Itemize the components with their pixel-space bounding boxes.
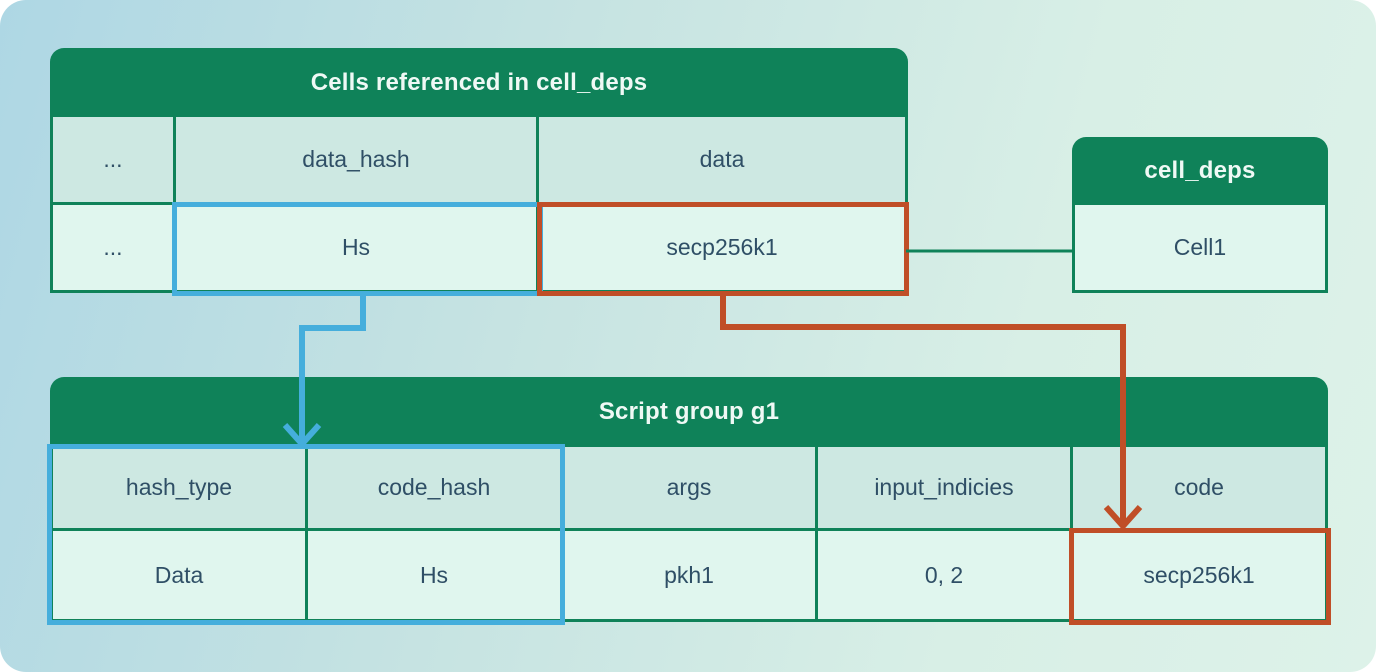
col-header-data: data — [539, 117, 905, 202]
cell-hs-code-hash: Hs — [308, 531, 560, 619]
col-header-data-hash: data_hash — [176, 117, 536, 202]
cell-secp256k1-code: secp256k1 — [1073, 531, 1325, 619]
col-header-code: code — [1073, 447, 1325, 528]
cell-deps-table: cell_deps Cell1 — [1072, 137, 1328, 293]
script-group-table: Script group g1 hash_type code_hash args… — [50, 377, 1328, 622]
cell-input-indicies-values: 0, 2 — [818, 531, 1070, 619]
cell-data-hash-type: Data — [53, 531, 305, 619]
col-header-args: args — [563, 447, 815, 528]
script-group-table-title: Script group g1 — [598, 398, 780, 425]
col-header-input-indicies: input_indicies — [818, 447, 1070, 528]
col-header-hash-type: hash_type — [53, 447, 305, 528]
cell-ellipsis: ... — [53, 205, 173, 290]
cells-referenced-table: Cells referenced in cell_deps ... data_h… — [50, 48, 908, 293]
cell-cell1: Cell1 — [1075, 205, 1325, 290]
cell-deps-table-title: cell_deps — [1144, 157, 1256, 184]
cell-secp256k1-data: secp256k1 — [539, 205, 905, 290]
col-header-code-hash: code_hash — [308, 447, 560, 528]
cells-referenced-table-title: Cells referenced in cell_deps — [310, 68, 648, 96]
cell-pkh1-args: pkh1 — [563, 531, 815, 619]
col-header-ellipsis: ... — [53, 117, 173, 202]
cell-hs: Hs — [176, 205, 536, 290]
